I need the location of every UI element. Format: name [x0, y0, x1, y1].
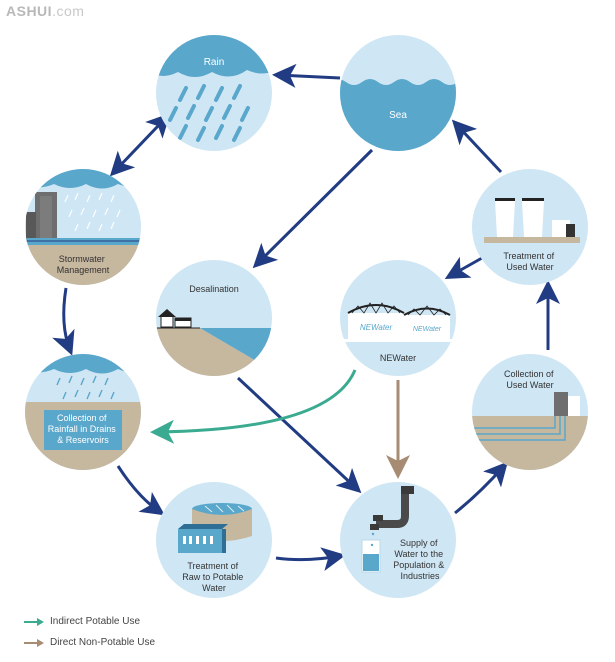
arrow-sea-to-rain: [272, 63, 341, 88]
newater-logo-1: NEWater: [360, 323, 393, 332]
label-sea: Sea: [389, 110, 407, 121]
svg-text:Collection of Rainfall i: Collection of Rainfall in Drains & Reser…: [48, 413, 119, 445]
label-collection-used-line2: Used Water: [506, 380, 553, 390]
brown-arrow-icon: [24, 638, 44, 647]
label-collection-rainfall-line2: Rainfall in Drains: [48, 424, 117, 434]
node-newater: NEWater NEWater NEWater: [340, 260, 456, 376]
node-treatment-raw: Treatment of Raw to Potable Water: [156, 482, 272, 598]
newater-logo-2: NEWater: [413, 326, 442, 333]
flow-arrows: [52, 63, 560, 571]
legend-indirect: Indirect Potable Use: [24, 616, 140, 627]
arrow-treatment-to-sea: [451, 119, 503, 174]
label-supply-line3: Population &: [393, 560, 444, 570]
legend-direct: Direct Non-Potable Use: [24, 637, 155, 648]
arrow-supply-to-collection-used: [454, 461, 508, 515]
arrow-storm-to-collection: [52, 287, 75, 356]
node-treatment-used-water: Treatment of Used Water: [472, 169, 588, 285]
label-stormwater-line2: Management: [57, 265, 110, 275]
arrow-rain-storm-bidirectional: [109, 112, 171, 177]
label-supply-line2: Water to the: [394, 549, 443, 559]
label-collection-rainfall-line1: Collection of: [57, 413, 107, 423]
arrow-collection-to-raw: [116, 465, 165, 516]
svg-text:Stormwater Management: Stormwater Management: [57, 254, 110, 275]
label-treatment-raw-line2: Raw to Potable: [182, 572, 243, 582]
label-treatment-raw-line3: Water: [202, 583, 226, 593]
legend-indirect-label: Indirect Potable Use: [50, 616, 141, 627]
label-stormwater-line1: Stormwater: [59, 254, 105, 264]
node-desalination: Desalination: [156, 260, 272, 376]
node-stormwater: Stormwater Management: [25, 169, 141, 285]
arrow-treatment-to-newater: [444, 256, 483, 279]
label-collection-used-line1: Collection of: [504, 369, 554, 379]
arrow-newater-indirect: [150, 369, 357, 444]
arrow-sea-to-desalination: [252, 148, 374, 269]
label-newater: NEWater: [380, 353, 416, 363]
watermark-suffix: .com: [52, 3, 85, 19]
svg-text:Supply of Water to the: Supply of Water to the Population & Indu…: [393, 538, 447, 581]
raindrops: [168, 84, 250, 142]
teal-arrow-icon: [24, 617, 44, 626]
arrow-raw-to-supply: [275, 547, 346, 571]
node-collection-used-water: Collection of Used Water: [472, 354, 588, 470]
label-desalination: Desalination: [189, 284, 239, 294]
svg-text:Treatment of Used Water: Treatment of Used Water: [503, 251, 556, 272]
label-treatment-raw-line1: Treatment of: [187, 561, 238, 571]
watermark: ASHUI.com: [6, 3, 84, 19]
node-rain: Rain: [156, 35, 272, 151]
legend-direct-label: Direct Non-Potable Use: [50, 637, 156, 648]
arrow-desal-to-supply: [236, 376, 362, 494]
label-supply-line1: Supply of: [400, 538, 438, 548]
label-supply-line4: Industries: [400, 571, 440, 581]
svg-text:Treatment of Raw to Pota: Treatment of Raw to Potable Water: [182, 561, 246, 593]
label-treatment-used-line2: Used Water: [506, 262, 553, 272]
node-collection-rainfall: Collection of Rainfall in Drains & Reser…: [25, 354, 141, 470]
node-supply: Supply of Water to the Population & Indu…: [340, 482, 456, 598]
svg-text:Collection of Used Water: Collection of Used Water: [504, 369, 556, 390]
label-collection-rainfall-line3: & Reservoirs: [57, 435, 109, 445]
watermark-brand: ASHUI: [6, 3, 53, 19]
label-rain: Rain: [204, 57, 225, 68]
node-sea: Sea: [340, 35, 456, 151]
label-treatment-used-line1: Treatment of: [503, 251, 554, 261]
